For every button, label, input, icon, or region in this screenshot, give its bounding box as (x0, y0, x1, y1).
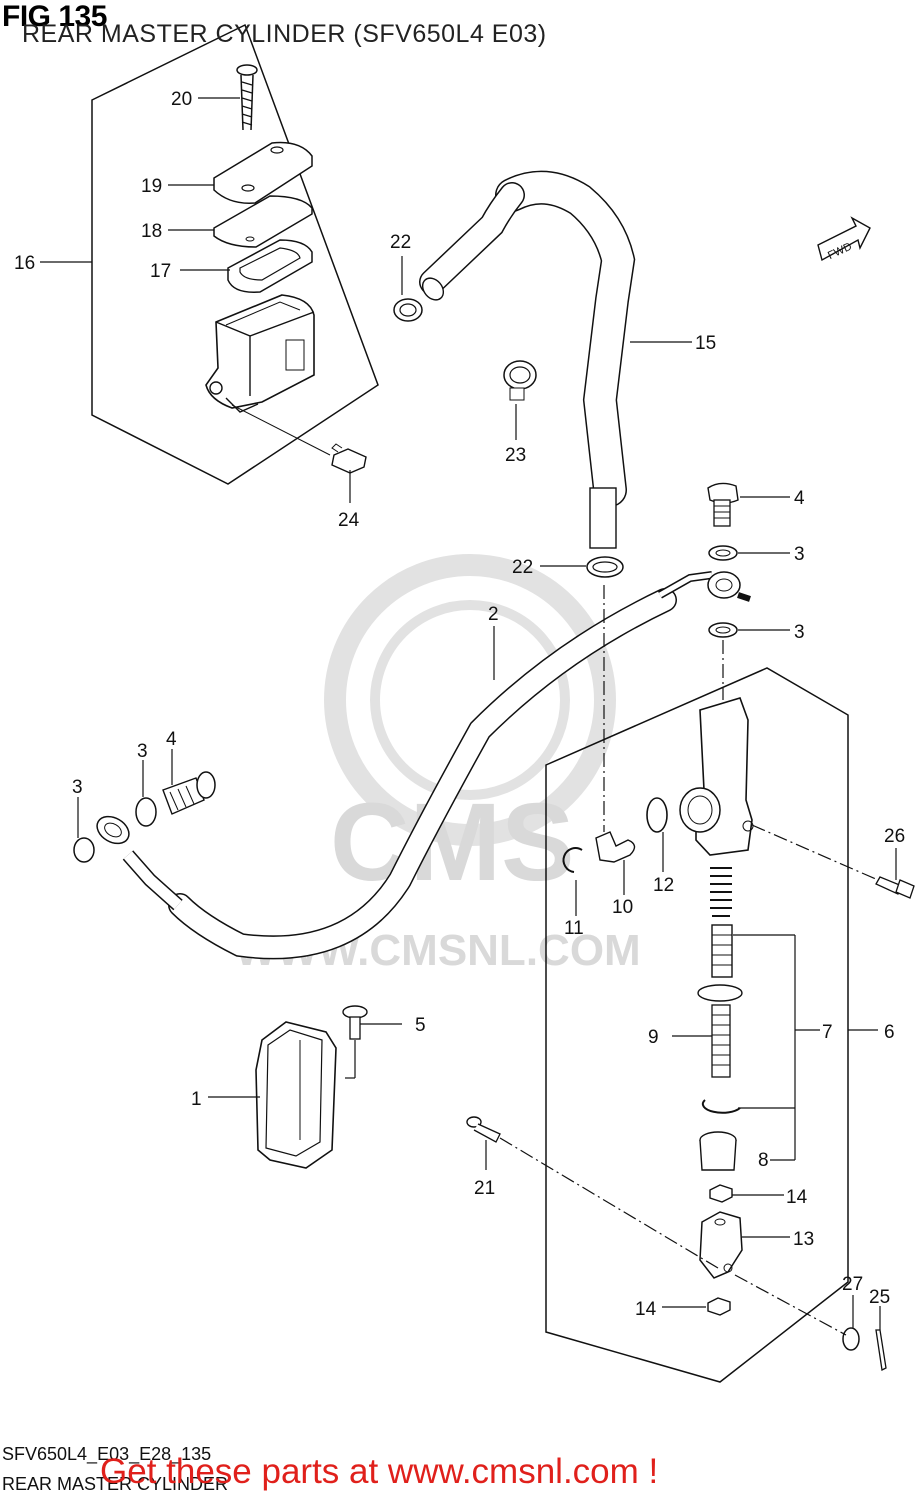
part-24-bolt[interactable] (231, 404, 367, 474)
callout-numbers: 20 19 18 17 16 24 22 15 23 4 3 3 22 2 3 … (14, 89, 905, 1320)
callout-22-upper[interactable]: 22 (390, 232, 411, 253)
callout-19[interactable]: 19 (141, 176, 162, 197)
part-14-nut-upper[interactable] (709, 1184, 733, 1203)
callout-3-middle[interactable]: 3 (794, 622, 805, 643)
part-20-screw[interactable] (236, 64, 258, 131)
callout-10[interactable]: 10 (612, 897, 633, 918)
callout-4-upper[interactable]: 4 (794, 488, 805, 509)
piston-assembly[interactable] (711, 924, 733, 978)
part-1-cover[interactable] (255, 1021, 337, 1169)
reservoir-body[interactable] (205, 294, 315, 413)
callout-12[interactable]: 12 (653, 875, 674, 896)
part-26-bolt[interactable] (875, 876, 915, 899)
callout-23[interactable]: 23 (505, 445, 526, 466)
part-22-clamp-upper[interactable] (393, 298, 423, 322)
diagram-code: SFV650L4_E03_E28_135 (2, 1444, 212, 1464)
callout-2[interactable]: 2 (488, 604, 499, 625)
callout-22-lower[interactable]: 22 (512, 557, 533, 578)
part-18-plate[interactable] (213, 195, 313, 248)
piston-spring[interactable] (710, 867, 732, 917)
part-15-hose[interactable] (418, 170, 636, 549)
cms-watermark: CMS WWW.CMSNL.COM (235, 554, 641, 975)
callout-4-lower[interactable]: 4 (166, 729, 177, 750)
figure-number: FIG 135 (2, 0, 107, 33)
callout-21[interactable]: 21 (474, 1178, 495, 1199)
part-23-clamp[interactable] (503, 360, 537, 401)
callout-3-left-inner[interactable]: 3 (137, 741, 148, 762)
callout-7[interactable]: 7 (822, 1022, 833, 1043)
callout-3-upper[interactable]: 3 (794, 544, 805, 565)
part-8-boot[interactable] (699, 1131, 737, 1171)
part-19-cap[interactable] (213, 141, 313, 204)
part-5-screw[interactable] (342, 1005, 368, 1040)
part-12-o-ring[interactable] (646, 797, 668, 833)
part-3-washer-d[interactable] (135, 797, 157, 827)
callout-16[interactable]: 16 (14, 253, 35, 274)
callout-13[interactable]: 13 (793, 1229, 814, 1250)
callout-5[interactable]: 5 (415, 1015, 426, 1036)
master-cylinder-body[interactable] (679, 697, 754, 856)
part-22-clamp-lower[interactable] (586, 556, 624, 578)
push-rod-circlip[interactable] (701, 1099, 741, 1114)
reservoir-group-box (91, 23, 379, 485)
part-9-push-rod[interactable] (697, 984, 743, 1078)
callout-14-upper[interactable]: 14 (786, 1187, 808, 1208)
callout-17[interactable]: 17 (150, 261, 171, 282)
callout-27[interactable]: 27 (842, 1274, 863, 1295)
leader-lines (40, 97, 897, 1330)
part-17-diaphragm[interactable] (227, 239, 313, 293)
part-2-brake-hose[interactable] (92, 571, 751, 960)
part-11-circlip[interactable] (562, 847, 583, 873)
callout-8[interactable]: 8 (758, 1150, 769, 1171)
diagram-title: REAR MASTER CYLINDER (SFV650L4 E03) (22, 20, 547, 48)
callout-18[interactable]: 18 (141, 221, 162, 242)
part-4-union-bolt-upper[interactable] (707, 482, 739, 527)
alignment-lines (499, 585, 879, 1336)
part-21-pin[interactable] (466, 1116, 501, 1143)
part-3-washer-b[interactable] (708, 622, 738, 638)
callout-15[interactable]: 15 (695, 333, 716, 354)
fwd-arrow-icon: FWD (817, 216, 871, 262)
callout-6[interactable]: 6 (884, 1022, 895, 1043)
part-14-nut-lower[interactable] (707, 1297, 731, 1316)
callout-11[interactable]: 11 (564, 918, 584, 939)
part-3-washer-c[interactable] (73, 837, 95, 863)
part-4-union-bolt-lower[interactable] (162, 771, 216, 815)
diagram-name-footer: REAR MASTER CYLINDER (2, 1474, 229, 1494)
part-13-clevis[interactable] (699, 1211, 743, 1279)
callout-9[interactable]: 9 (648, 1027, 659, 1048)
part-27-washer[interactable] (842, 1327, 860, 1351)
callout-24[interactable]: 24 (338, 510, 360, 531)
callout-3-left-outer[interactable]: 3 (72, 777, 83, 798)
part-10-fitting[interactable] (595, 831, 636, 863)
part-25-cotter-pin[interactable] (875, 1329, 887, 1371)
master-cylinder-group-box (545, 667, 849, 1383)
promo-link[interactable]: Get these parts at www.cmsnl.com ! (100, 1452, 659, 1491)
callout-26[interactable]: 26 (884, 826, 905, 847)
callout-1[interactable]: 1 (191, 1089, 202, 1110)
callout-20[interactable]: 20 (171, 89, 192, 110)
callout-25[interactable]: 25 (869, 1287, 890, 1308)
part-3-washer-a[interactable] (708, 545, 738, 561)
callout-14-lower[interactable]: 14 (635, 1299, 657, 1320)
